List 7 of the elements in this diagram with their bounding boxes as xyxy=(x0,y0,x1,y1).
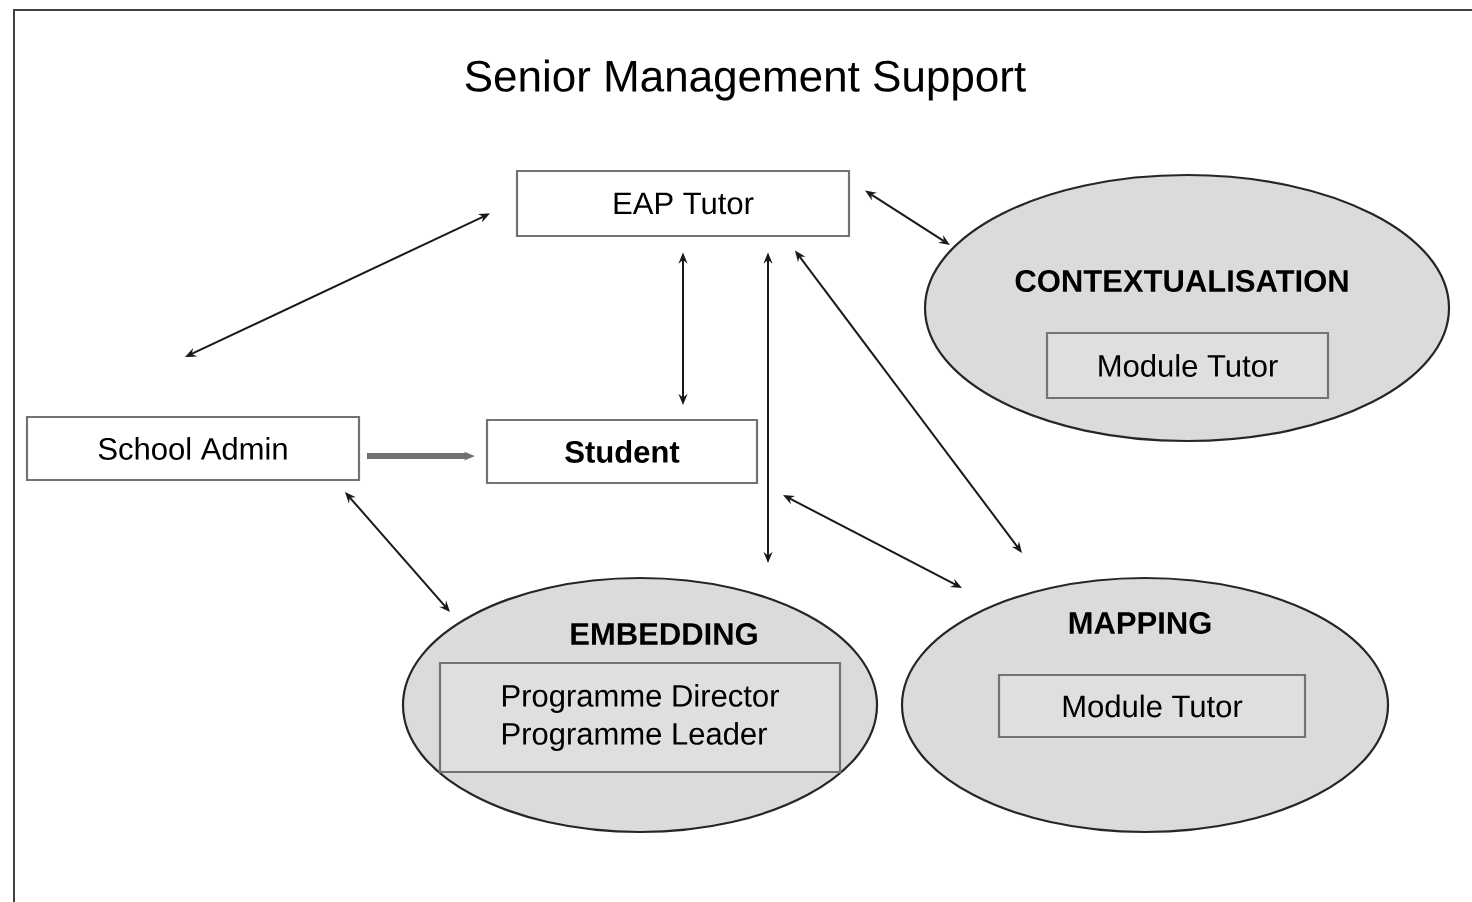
arrow xyxy=(345,492,450,612)
role-box: Programme Director Programme Leader xyxy=(438,661,842,774)
process-box: School Admin xyxy=(25,415,361,482)
role-box: Module Tutor xyxy=(997,673,1307,739)
process-box: EAP Tutor xyxy=(515,169,851,238)
role-box: Module Tutor xyxy=(1045,331,1330,400)
process-box: Student xyxy=(485,418,759,485)
